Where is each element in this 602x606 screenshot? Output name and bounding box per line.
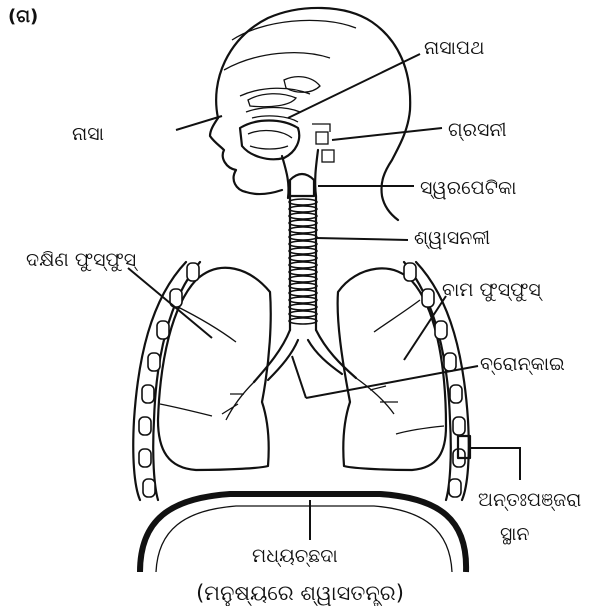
rib-bead: [435, 321, 447, 339]
trachea-ring: [289, 241, 317, 247]
rib-bead: [157, 321, 169, 339]
trachea-ring: [289, 234, 317, 240]
trachea-ring: [289, 248, 317, 254]
trachea: [289, 196, 317, 330]
label-left-lung: ବାମ ଫୁସ୍‌ଫୁସ୍: [442, 279, 543, 301]
rib-bead: [453, 417, 465, 435]
rib-bead: [142, 385, 154, 403]
pharynx-structure: [312, 124, 334, 162]
rib-bead: [449, 479, 461, 497]
trachea-rings: [289, 199, 317, 324]
trachea-ring: [289, 206, 317, 212]
trachea-ring: [289, 269, 317, 275]
bronchi: [222, 330, 398, 420]
rib-bead: [148, 353, 160, 371]
rib-beads-left: [139, 263, 199, 497]
label-intercostal-line2: ସ୍ଥାନ: [500, 523, 530, 545]
rib-bead: [139, 449, 151, 467]
label-swarapetika: ସ୍ୱରପେଟିକା: [420, 177, 516, 199]
head-outline: [210, 8, 410, 220]
label-grasani: ଗ୍ରସନୀ: [448, 119, 507, 141]
rib-bead: [143, 479, 155, 497]
label-intercostal-line1: ଅନ୍ତଃପଞ୍ଜରା: [478, 489, 581, 511]
label-bronchi: ବ୍ରୋନ୍‌କାଇ: [480, 353, 565, 375]
label-diaphragm: ମଧ୍ୟଚ୍ଛଦା: [252, 545, 338, 567]
trachea-ring: [289, 283, 317, 289]
trachea-ring: [289, 199, 317, 205]
rib-bead: [444, 353, 456, 371]
trachea-ring: [289, 290, 317, 296]
caption: (ମନୁଷ୍ୟରେ ଶ୍ୱାସତନ୍ତ୍ର): [196, 581, 404, 606]
rib-bead: [139, 417, 151, 435]
rib-bead: [450, 385, 462, 403]
trachea-ring: [289, 276, 317, 282]
mouth-tongue: [240, 121, 299, 160]
label-right-lung: ଦକ୍ଷିଣ ଫୁସ୍‌ଫୁସ୍: [26, 249, 138, 271]
trachea-ring: [289, 255, 317, 261]
trachea-ring: [289, 227, 317, 233]
label-nasapatha: ନାସାପଥ: [424, 37, 484, 59]
trachea-ring: [289, 311, 317, 317]
rib-bead: [187, 263, 199, 281]
rib-bead: [404, 263, 416, 281]
trachea-ring: [289, 297, 317, 303]
trachea-ring: [289, 262, 317, 268]
figure-label: (ଗ): [8, 6, 38, 27]
trachea-ring: [289, 318, 317, 324]
nasal-passage: [246, 77, 320, 122]
label-nasa: ନାସା: [72, 123, 104, 145]
rib-bead: [422, 289, 434, 307]
trachea-ring: [289, 304, 317, 310]
label-shwasanali: ଶ୍ୱାସନଳୀ: [414, 227, 490, 249]
trachea-ring: [289, 220, 317, 226]
trachea-ring: [289, 213, 317, 219]
